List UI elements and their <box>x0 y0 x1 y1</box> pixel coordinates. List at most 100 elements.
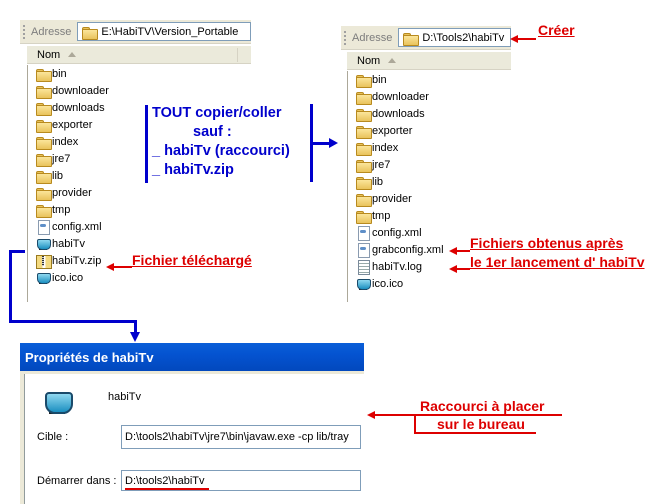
properties-dialog: Propriétés de habiTv habiTv Cible : D:\t… <box>20 343 364 504</box>
list-item-label: provider <box>372 192 412 205</box>
dialog-title: Propriétés de habiTv <box>25 349 154 365</box>
list-item[interactable]: downloader <box>348 88 511 105</box>
arrowhead-left-icon <box>449 247 457 255</box>
list-item-label: bin <box>372 73 387 86</box>
log-file-icon <box>355 259 371 275</box>
list-item[interactable]: index <box>348 139 511 156</box>
list-item-label: config.xml <box>372 226 422 239</box>
address-bar: Adresse E:\HabiTV\Version_Portable <box>20 20 251 44</box>
list-item-label: provider <box>52 186 92 199</box>
list-item-label: config.xml <box>52 220 102 233</box>
list-item-label: ico.ico <box>52 271 84 284</box>
address-field[interactable]: D:\Tools2\habiTv <box>398 28 511 47</box>
arrowhead-down-icon <box>130 332 140 342</box>
xml-file-icon <box>355 225 371 241</box>
list-item[interactable]: bin <box>348 71 511 88</box>
habitv-tv-icon <box>41 388 73 416</box>
list-item[interactable]: habiTv <box>28 235 251 252</box>
folder-icon <box>355 209 372 224</box>
list-item-label: jre7 <box>52 152 71 165</box>
list-item-label: index <box>52 135 79 148</box>
list-item-label: downloads <box>372 107 425 120</box>
list-item[interactable]: downloads <box>28 99 251 116</box>
target-label: Cible : <box>37 431 69 443</box>
list-item[interactable]: downloads <box>348 105 511 122</box>
column-divider[interactable] <box>237 48 238 62</box>
list-item-label: jre7 <box>372 158 391 171</box>
list-item[interactable]: jre7 <box>28 150 251 167</box>
list-item-label: bin <box>52 67 67 80</box>
list-item-label: exporter <box>372 124 413 137</box>
list-item[interactable]: tmp <box>28 201 251 218</box>
list-item[interactable]: provider <box>348 190 511 207</box>
list-item-label: index <box>372 141 399 154</box>
list-item[interactable]: habiTv.zip <box>28 252 251 269</box>
dialog-title-bar[interactable]: Propriétés de habiTv <box>20 343 364 371</box>
column-header-name[interactable]: Nom <box>27 46 251 64</box>
bracket-shortcut <box>414 414 416 434</box>
dialog-body: habiTv Cible : D:\tools2\habiTv\jre7\bin… <box>24 374 364 504</box>
list-item-label: habiTv <box>52 237 86 250</box>
list-item[interactable]: jre7 <box>348 156 511 173</box>
address-bar: Adresse D:\Tools2\habiTv <box>341 26 511 50</box>
copy-note-line1: TOUT copier/coller <box>152 105 282 121</box>
list-item[interactable]: ico.ico <box>28 269 251 286</box>
list-item[interactable]: index <box>28 133 251 150</box>
divider <box>33 459 360 460</box>
folder-icon <box>35 186 52 201</box>
folder-icon <box>355 141 372 156</box>
list-item[interactable]: lib <box>348 173 511 190</box>
column-name-label: Nom <box>37 48 61 61</box>
list-item[interactable]: config.xml <box>28 218 251 235</box>
arrowhead-left-icon <box>449 265 457 273</box>
arrow-create <box>514 38 536 40</box>
folder-icon <box>355 73 372 88</box>
address-field[interactable]: E:\HabiTV\Version_Portable <box>77 22 251 41</box>
start-in-underline <box>125 488 209 490</box>
list-item[interactable]: grabconfig.xml <box>348 241 511 258</box>
shortcut-note-line1: Raccourci à placer <box>420 398 545 414</box>
arrowhead-left-icon <box>510 35 518 43</box>
sort-ascending-icon <box>68 52 77 57</box>
list-item[interactable]: exporter <box>28 116 251 133</box>
list-item[interactable]: ico.ico <box>348 275 511 292</box>
folder-icon <box>355 124 372 139</box>
list-item[interactable]: config.xml <box>348 224 511 241</box>
folder-icon <box>355 158 372 173</box>
list-item[interactable]: tmp <box>348 207 511 224</box>
arrowhead-right-icon <box>329 138 338 148</box>
shortcut-name: habiTv <box>108 391 142 403</box>
folder-icon <box>35 203 52 218</box>
column-name-label: Nom <box>357 54 381 67</box>
toolbar-grip[interactable] <box>23 24 27 39</box>
list-item[interactable]: habiTv.log <box>348 258 511 275</box>
list-item[interactable]: bin <box>28 65 251 82</box>
folder-icon <box>355 175 372 190</box>
list-item-label: downloader <box>372 90 429 103</box>
copy-note-line3: _ habiTv (raccourci) <box>152 143 290 159</box>
folder-icon <box>355 107 372 122</box>
bracket-shortcut <box>414 432 536 434</box>
list-item-label: lib <box>52 169 64 182</box>
arrow-obtained-2 <box>456 268 470 270</box>
folder-icon <box>402 31 420 46</box>
folder-icon <box>35 169 52 184</box>
zip-icon <box>35 254 52 269</box>
create-label: Créer <box>538 22 575 38</box>
tv-icon <box>35 271 51 285</box>
folder-icon <box>35 118 52 133</box>
list-item-label: habiTv.log <box>372 260 422 273</box>
start-in-input[interactable]: D:\tools2\habiTv <box>121 470 361 491</box>
address-value: E:\HabiTV\Version_Portable <box>101 25 239 38</box>
list-item[interactable]: provider <box>28 184 251 201</box>
copy-note-line2: sauf : <box>193 124 232 140</box>
list-item-label: exporter <box>52 118 93 131</box>
toolbar-grip[interactable] <box>344 30 348 45</box>
list-item[interactable]: lib <box>28 167 251 184</box>
connector-line <box>134 320 137 338</box>
list-item[interactable]: downloader <box>28 82 251 99</box>
list-item[interactable]: exporter <box>348 122 511 139</box>
sort-ascending-icon <box>388 58 397 63</box>
column-header-name[interactable]: Nom <box>347 52 511 70</box>
target-input[interactable]: D:\tools2\habiTv\jre7\bin\javaw.exe -cp … <box>121 425 361 449</box>
